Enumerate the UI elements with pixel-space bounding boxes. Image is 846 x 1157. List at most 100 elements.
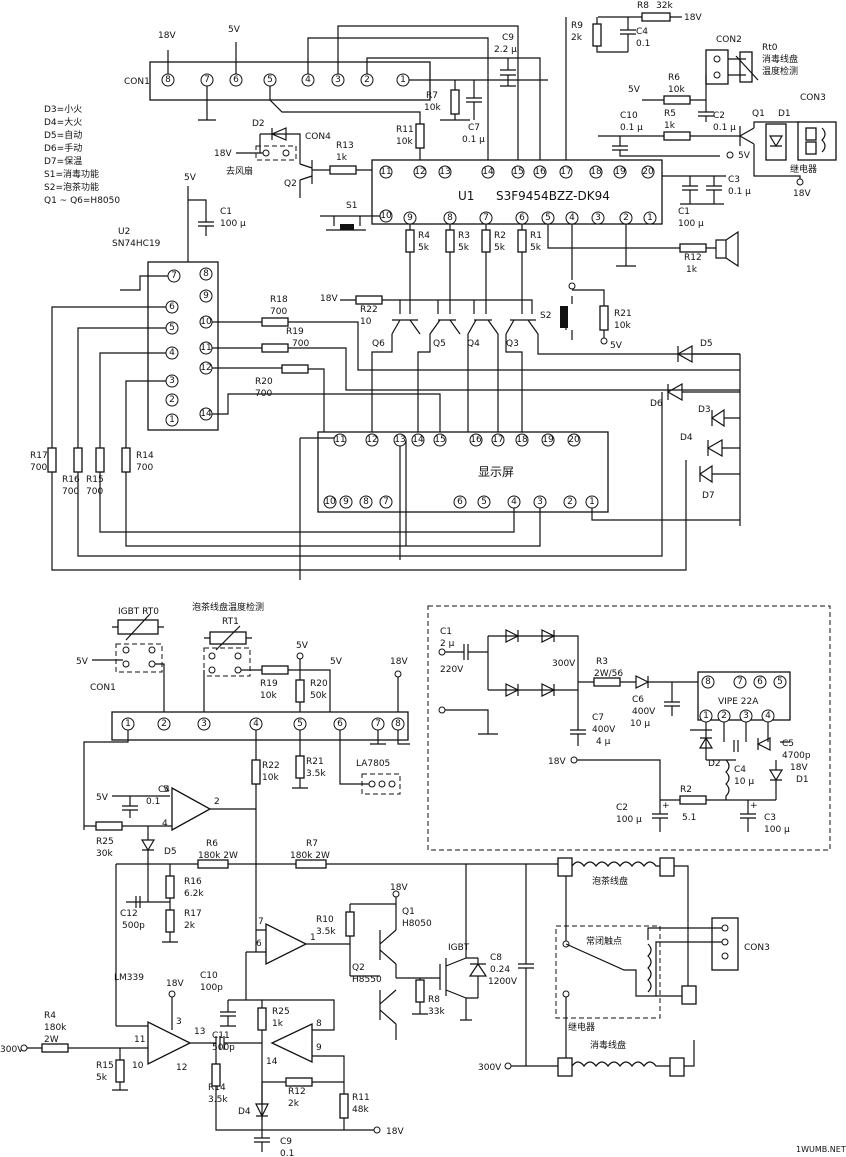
svg-text:R19: R19 — [286, 327, 304, 337]
svg-text:R12: R12 — [288, 1087, 306, 1097]
svg-text:8: 8 — [316, 1019, 322, 1029]
svg-text:4: 4 — [511, 497, 517, 507]
svg-text:1: 1 — [125, 719, 131, 729]
svg-text:+: + — [662, 801, 670, 811]
svg-text:12: 12 — [176, 1063, 187, 1073]
svg-text:C4: C4 — [158, 785, 170, 795]
svg-text:8: 8 — [165, 75, 171, 85]
svg-text:700: 700 — [62, 487, 79, 497]
svg-text:Q4: Q4 — [467, 339, 480, 349]
svg-text:5k: 5k — [96, 1073, 108, 1083]
svg-text:R6: R6 — [206, 839, 218, 849]
svg-text:15: 15 — [512, 167, 523, 177]
comparator-lower-right — [270, 1022, 313, 1064]
svg-text:10: 10 — [132, 1061, 144, 1071]
svg-text:18V: 18V — [390, 657, 408, 667]
svg-text:S1: S1 — [346, 201, 357, 211]
svg-text:R5: R5 — [664, 109, 676, 119]
svg-text:3.5k: 3.5k — [316, 927, 336, 937]
svg-text:7: 7 — [383, 497, 389, 507]
svg-text:R21: R21 — [614, 309, 632, 319]
con2-connector — [705, 49, 729, 85]
svg-text:1: 1 — [400, 75, 406, 85]
svg-text:CON3: CON3 — [744, 943, 770, 953]
svg-text:CON1: CON1 — [90, 683, 116, 693]
svg-text:2: 2 — [364, 75, 370, 85]
svg-text:220V: 220V — [440, 665, 464, 675]
svg-text:D5: D5 — [700, 339, 713, 349]
svg-text:U1: U1 — [458, 189, 474, 203]
svg-text:C3: C3 — [728, 175, 740, 185]
svg-text:R15: R15 — [96, 1061, 114, 1071]
svg-text:H8550: H8550 — [352, 975, 382, 985]
svg-text:Q1 ~ Q6=H8050: Q1 ~ Q6=H8050 — [44, 196, 120, 206]
svg-text:6: 6 — [519, 213, 525, 223]
svg-text:0.1 μ: 0.1 μ — [728, 187, 751, 197]
svg-text:C2: C2 — [616, 803, 628, 813]
con1-label: CON1 — [124, 77, 150, 87]
svg-text:常闭触点: 常闭触点 — [586, 935, 622, 947]
svg-text:Q1: Q1 — [752, 109, 765, 119]
svg-text:R20: R20 — [255, 377, 273, 387]
svg-text:D6: D6 — [650, 399, 663, 409]
svg-text:R3: R3 — [458, 231, 470, 241]
q3-q6-transistors: Q6 Q5 Q4 Q3 — [372, 319, 539, 349]
svg-text:5V: 5V — [330, 657, 343, 667]
svg-text:0.1 μ: 0.1 μ — [462, 135, 485, 145]
svg-text:8: 8 — [395, 719, 401, 729]
watermark: 1WUMB.NET — [796, 1145, 846, 1154]
svg-text:18V: 18V — [166, 979, 184, 989]
svg-text:13: 13 — [194, 1027, 205, 1037]
control-board-schematic: CON1 8 7 6 5 4 3 2 1 18V 5V R8 32k 18V R… — [30, 1, 837, 580]
svg-text:R22: R22 — [360, 305, 378, 315]
svg-text:3.5k: 3.5k — [306, 769, 326, 779]
svg-text:5k: 5k — [458, 243, 470, 253]
svg-text:18V: 18V — [386, 1127, 404, 1137]
svg-text:400V: 400V — [632, 707, 656, 717]
svg-text:700: 700 — [86, 487, 103, 497]
svg-text:R4: R4 — [44, 1011, 56, 1021]
svg-text:5V: 5V — [610, 341, 623, 351]
svg-text:6: 6 — [169, 302, 175, 312]
svg-text:R4: R4 — [418, 231, 430, 241]
svg-text:4: 4 — [305, 75, 311, 85]
svg-text:R2: R2 — [494, 231, 506, 241]
svg-text:D3: D3 — [698, 405, 711, 415]
svg-text:C6: C6 — [632, 695, 644, 705]
svg-text:19: 19 — [542, 435, 554, 445]
svg-text:1k: 1k — [336, 153, 348, 163]
svg-text:7: 7 — [483, 213, 489, 223]
rail-5v-label: 5V — [228, 25, 241, 35]
svg-text:18V: 18V — [214, 149, 232, 159]
svg-text:C11: C11 — [212, 1031, 230, 1041]
svg-text:50k: 50k — [310, 691, 327, 701]
svg-text:C4: C4 — [734, 765, 746, 775]
svg-text:30k: 30k — [96, 849, 113, 859]
svg-text:17: 17 — [560, 167, 571, 177]
svg-text:C7: C7 — [468, 123, 480, 133]
svg-text:LM339: LM339 — [114, 973, 144, 983]
svg-text:R7: R7 — [426, 91, 438, 101]
svg-text:5V: 5V — [96, 793, 109, 803]
svg-text:R8: R8 — [637, 1, 649, 11]
svg-text:4: 4 — [569, 213, 575, 223]
svg-text:3: 3 — [595, 213, 601, 223]
svg-text:5: 5 — [777, 677, 783, 687]
svg-text:13: 13 — [394, 435, 405, 445]
svg-text:D1: D1 — [778, 109, 791, 119]
svg-text:11: 11 — [334, 435, 345, 445]
svg-text:D3=小火: D3=小火 — [44, 104, 82, 115]
svg-text:Rt0: Rt0 — [762, 43, 778, 53]
svg-text:100 μ: 100 μ — [678, 219, 704, 229]
svg-text:3.5k: 3.5k — [208, 1095, 228, 1105]
con1-pins: 8 7 6 5 4 3 2 1 — [161, 73, 410, 87]
svg-text:5: 5 — [545, 213, 551, 223]
svg-text:100 μ: 100 μ — [764, 825, 790, 835]
svg-text:10 μ: 10 μ — [630, 719, 650, 729]
svg-text:5k: 5k — [530, 243, 542, 253]
svg-text:300V: 300V — [0, 1045, 24, 1055]
svg-text:4 μ: 4 μ — [596, 737, 611, 747]
svg-text:1: 1 — [647, 213, 653, 223]
svg-text:5V: 5V — [76, 657, 89, 667]
